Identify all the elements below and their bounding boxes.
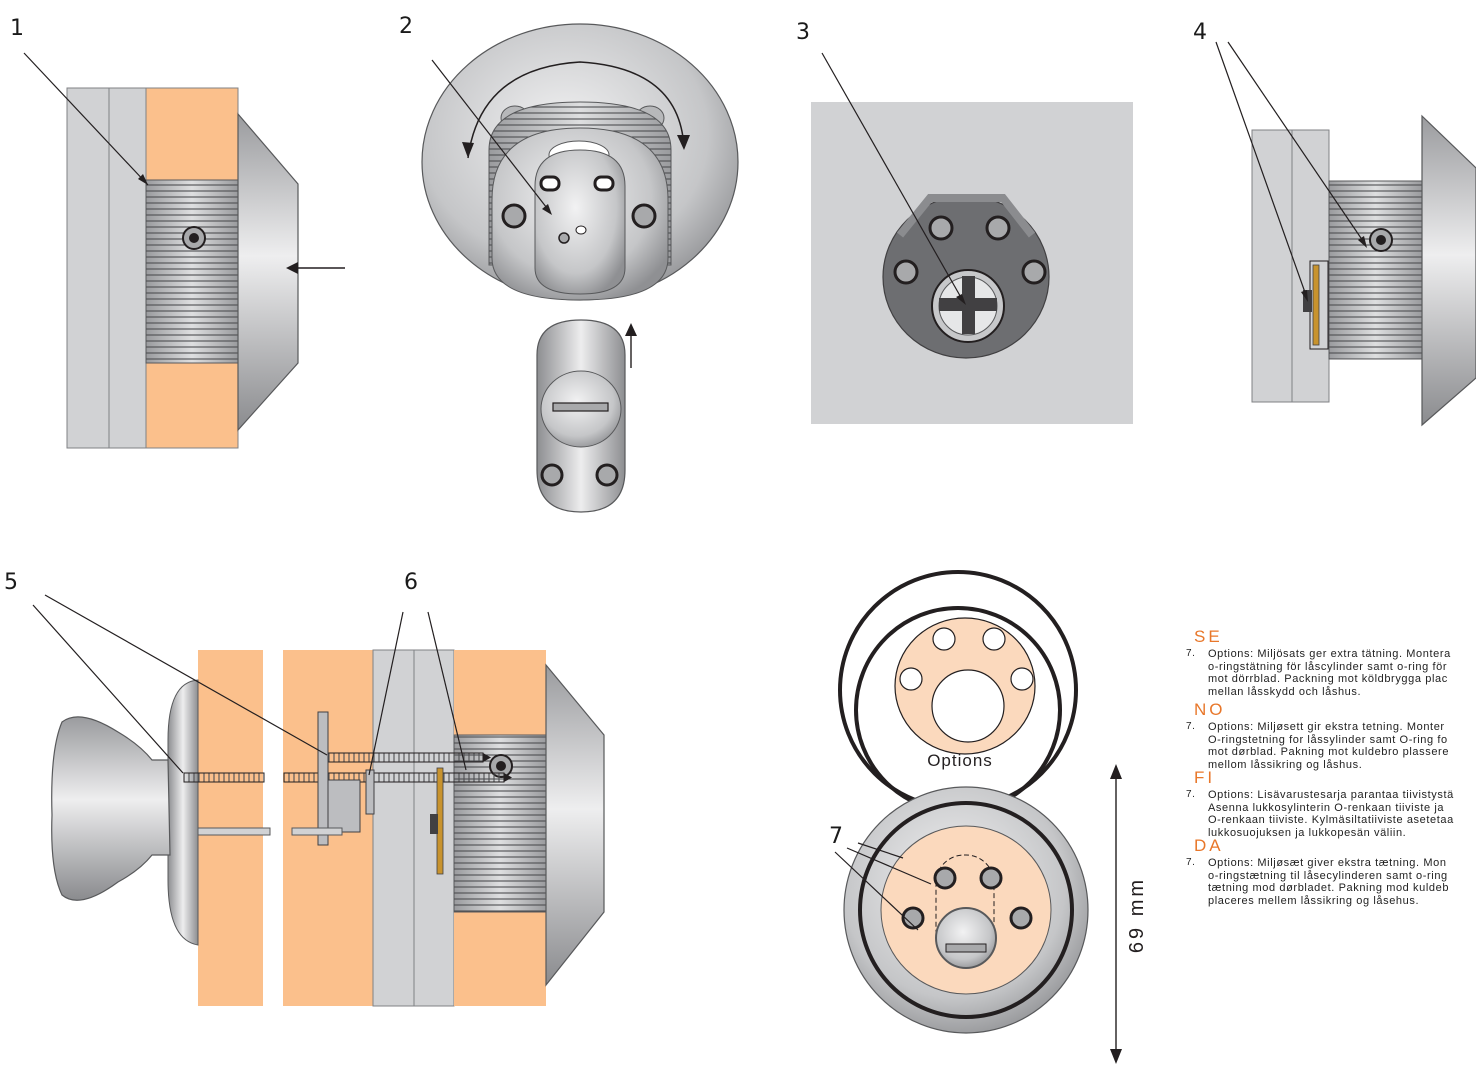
instruction-text: Options: Miljösats ger extra tätning. Mo… — [1208, 648, 1451, 698]
figure-7-options-kit — [834, 570, 1122, 1064]
step-number: 7. — [1186, 789, 1196, 800]
instruction-text: Options: Miljøsett gir ekstra tetning. M… — [1208, 721, 1450, 771]
figure-number-3: 3 — [796, 20, 810, 45]
options-label: Options — [927, 751, 993, 770]
figure-5-6-assembly-section — [32, 594, 605, 1007]
instruction-text: Options: Miljøsæt giver ekstra tætning. … — [1208, 857, 1450, 907]
figure-number-7: 7 — [829, 824, 843, 849]
language-code: DA — [1194, 836, 1224, 855]
instruction-block-se: SE 7. Options: Miljösats ger extra tätni… — [1186, 627, 1476, 698]
figure-number-4: 4 — [1193, 20, 1207, 45]
figure-3-installed-front — [811, 52, 1133, 424]
figure-2-cylinder-front — [421, 23, 739, 513]
figure-number-6: 6 — [404, 570, 418, 595]
figure-number-5: 5 — [4, 570, 18, 595]
figure-1-cylinder-side — [23, 52, 345, 449]
instruction-block-no: NO 7. Options: Miljøsett gir ekstra tetn… — [1186, 700, 1476, 771]
dimension-label: 69 mm — [1126, 877, 1148, 953]
instruction-block-da: DA 7. Options: Miljøsæt giver ekstra tæt… — [1186, 836, 1476, 907]
figure-4-gasket-side — [1215, 41, 1476, 427]
step-number: 7. — [1186, 721, 1196, 732]
step-number: 7. — [1186, 857, 1196, 868]
figure-number-1: 1 — [10, 16, 24, 41]
language-code: FI — [1194, 768, 1216, 787]
step-number: 7. — [1186, 648, 1196, 659]
instruction-text: Options: Lisävarustesarja parantaa tiivi… — [1208, 789, 1454, 839]
instruction-block-fi: FI 7. Options: Lisävarustesarja parantaa… — [1186, 768, 1476, 839]
language-code: SE — [1194, 627, 1223, 646]
language-code: NO — [1194, 700, 1226, 719]
figure-number-2: 2 — [399, 14, 413, 39]
